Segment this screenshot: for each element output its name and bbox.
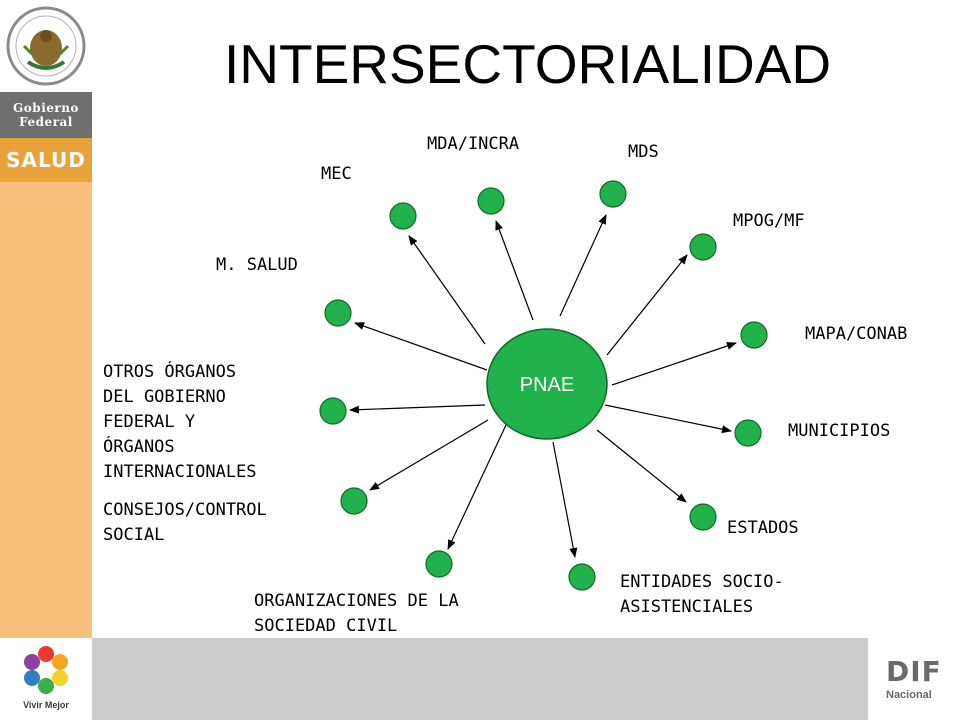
- node-label-mda-incra: MDA/INCRA: [427, 134, 520, 154]
- node-label-organizaciones: ORGANIZACIONES DE LA SOCIEDAD CIVIL: [254, 591, 459, 636]
- node-label-estados: ESTADOS: [727, 518, 799, 538]
- node-circle-mapa-conab: [740, 321, 768, 349]
- vivir-mejor-label: Vivir Mejor: [23, 700, 69, 710]
- dif-nacional-text: Nacional: [886, 689, 932, 701]
- node-circle-organizaciones: [425, 550, 453, 578]
- gobierno-federal-band: Gobierno Federal: [0, 92, 92, 138]
- node-label-mds: MDS: [628, 142, 659, 162]
- arrow-to-consejos: [369, 419, 489, 491]
- arrow-to-mec: [408, 235, 486, 345]
- node-circle-m-salud: [324, 299, 352, 327]
- node-circle-mda-incra: [477, 187, 505, 215]
- page-title: INTERSECTORIALIDAD: [224, 33, 832, 95]
- node-circle-consejos: [340, 487, 368, 515]
- node-circle-otros: [319, 397, 347, 425]
- sidebar: Gobierno Federal SALUD Vivir Mejor: [0, 0, 92, 720]
- flower-logo-icon: [24, 646, 68, 694]
- arrow-to-mds: [559, 214, 607, 317]
- connectors: [349, 214, 737, 558]
- vivir-mejor-logo: [0, 638, 92, 720]
- hub-label: PNAE: [520, 374, 574, 396]
- node-label-m-salud: M. SALUD: [216, 255, 298, 275]
- arrow-to-m-salud: [354, 322, 488, 371]
- node-circle-municipios: [734, 419, 762, 447]
- node-label-entidades: ENTIDADES SOCIO- ASISTENCIALES: [620, 572, 784, 617]
- salud-band: SALUD: [0, 138, 92, 182]
- gobierno-label: Gobierno: [13, 101, 79, 115]
- node-label-mpog-mf: MPOG/MF: [733, 211, 805, 231]
- node-circle-mpog-mf: [689, 233, 717, 261]
- dif-logo-text: DIF: [886, 655, 942, 688]
- node-label-mapa-conab: MAPA/CONAB: [805, 324, 908, 344]
- node-circle-entidades: [568, 563, 596, 591]
- eagle-seal-icon: [6, 6, 86, 86]
- hub-ellipse: [486, 328, 608, 440]
- nodes: [319, 180, 768, 591]
- node-label-mec: MEC: [321, 164, 352, 184]
- hub-node: PNAE: [486, 328, 608, 440]
- dif-logo: [868, 638, 960, 720]
- arrow-to-otros: [349, 404, 486, 414]
- footer-band: [92, 638, 868, 720]
- arrow-to-organizaciones: [447, 424, 507, 550]
- node-label-consejos: CONSEJOS/CONTROL SOCIAL: [103, 500, 267, 545]
- node-circle-mds: [599, 180, 627, 208]
- arrow-to-mpog-mf: [606, 254, 688, 356]
- orange-strip: [0, 182, 92, 638]
- node-label-otros-organos: OTROS ÓRGANOS DEL GOBIERNO FEDERAL Y ÓRG…: [103, 362, 257, 482]
- node-circle-estados: [689, 503, 717, 531]
- arrow-to-entidades: [552, 441, 578, 558]
- arrow-to-mda-incra: [495, 220, 534, 321]
- national-seal: [0, 0, 92, 92]
- arrow-to-mapa-conab: [611, 342, 737, 386]
- arrow-to-estados: [596, 429, 687, 503]
- node-circle-mec: [389, 202, 417, 230]
- node-label-municipios: MUNICIPIOS: [788, 421, 891, 441]
- federal-label: Federal: [19, 115, 73, 129]
- arrow-to-municipios: [604, 404, 732, 434]
